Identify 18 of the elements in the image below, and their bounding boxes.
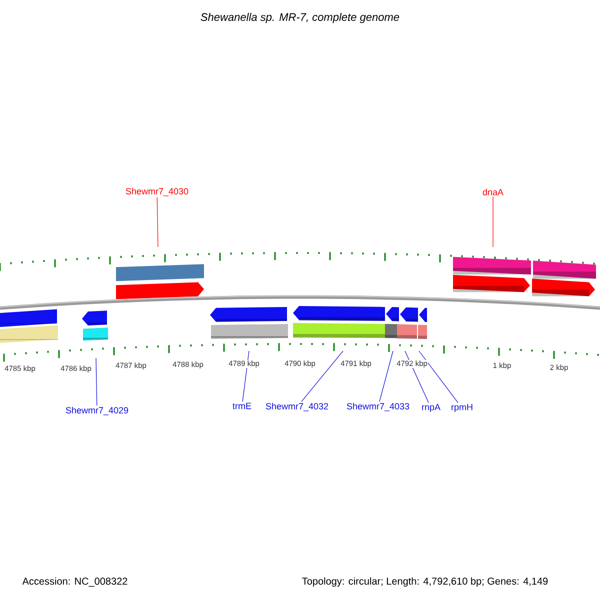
title: Shewanella sp. MR-7, complete genome [200, 12, 400, 24]
gene-label: dnaA [482, 188, 504, 196]
leader-line [404, 350, 429, 404]
footer-text: Topology: circular; Length: 4,792,610 bp; Genes: 4,149 [302, 577, 548, 587]
leader-line [492, 196, 494, 248]
gene-label: Shewmr7_4029 [66, 406, 128, 416]
leader-line [301, 350, 344, 402]
leader-line [96, 358, 98, 406]
leader-line [418, 350, 458, 404]
leader-line [156, 197, 158, 248]
gene-label: rnpA [422, 404, 440, 412]
gene-label: rpmH [452, 404, 472, 412]
leader-line [379, 350, 394, 402]
footer-text: Accession: NC_008322 [22, 577, 128, 587]
gene-label: Shewmr7_4030 [126, 188, 188, 196]
gene-label: Shewmr7_4033 [346, 402, 410, 412]
gene-label: trmE [232, 402, 252, 410]
gene-label: Shewmr7_4032 [266, 402, 328, 412]
